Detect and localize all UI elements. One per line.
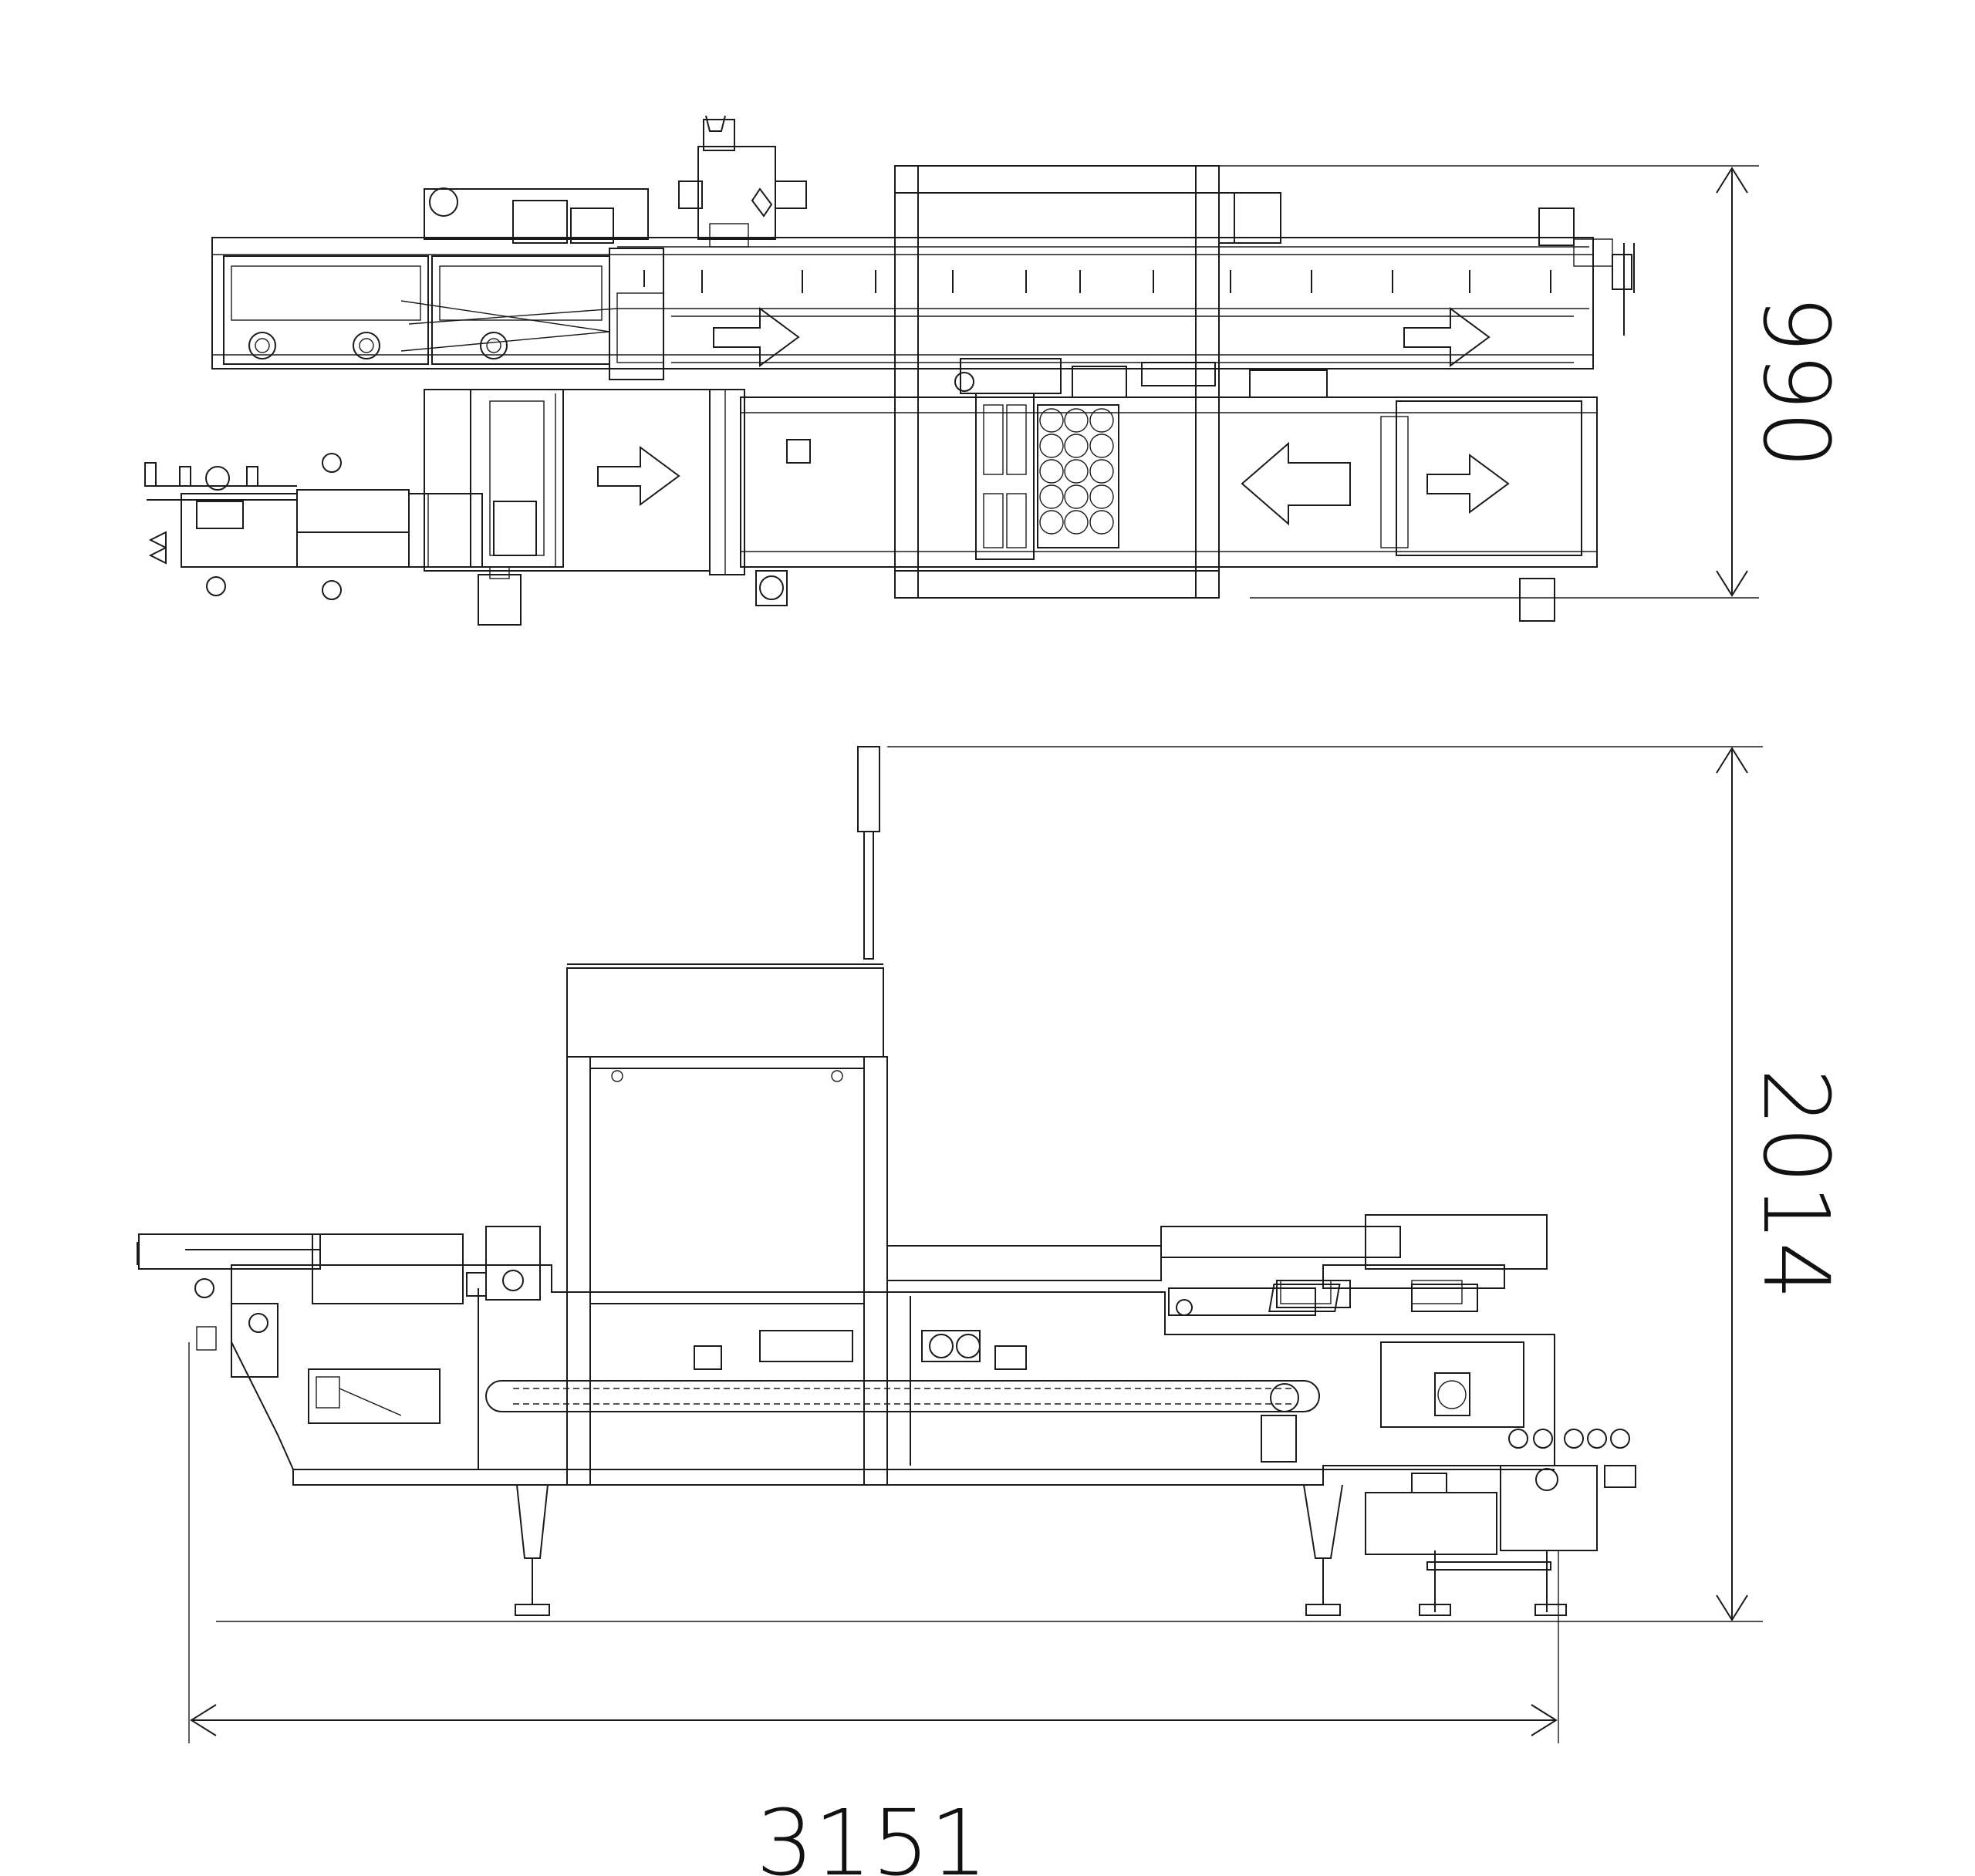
dimension-990-label: 990 <box>1743 295 1849 469</box>
top-conveyor-frame <box>211 237 1594 369</box>
dimension-lines <box>188 165 1763 1743</box>
infeed-box-1 <box>223 255 429 365</box>
side-view <box>137 746 1636 1616</box>
dimension-2014-label: 2014 <box>1743 1068 1849 1301</box>
flow-arrow-1 <box>713 307 800 367</box>
product-grid <box>1037 404 1119 548</box>
top-view <box>144 115 1635 626</box>
reject-mechanism <box>954 358 1127 560</box>
right-wheels <box>1508 1429 1630 1449</box>
belt-loop <box>485 1380 1320 1412</box>
support-legs <box>515 1484 1567 1616</box>
lower-conveyor-frame <box>740 396 1598 568</box>
infeed-box-2 <box>431 255 610 365</box>
flow-arrow-5 <box>1241 441 1351 526</box>
infeed-lower-frame <box>424 389 711 572</box>
conveyor-slots <box>643 270 1551 293</box>
gantry-frame-side <box>566 963 888 1486</box>
flow-arrow-4 <box>1426 454 1510 514</box>
infeed-box-side <box>312 1233 464 1304</box>
roller-group <box>248 332 508 359</box>
dimension-3151-label: 3151 <box>755 1790 988 1876</box>
gantry-frame-top <box>894 165 1281 599</box>
signal-light <box>857 746 880 832</box>
valve-assembly <box>144 453 537 600</box>
main-body-frame <box>231 1264 1555 1486</box>
flow-arrow-2 <box>1403 307 1491 367</box>
flow-arrow-3 <box>597 446 680 506</box>
sensor-head <box>678 115 807 248</box>
pump-motor <box>1365 1492 1497 1555</box>
